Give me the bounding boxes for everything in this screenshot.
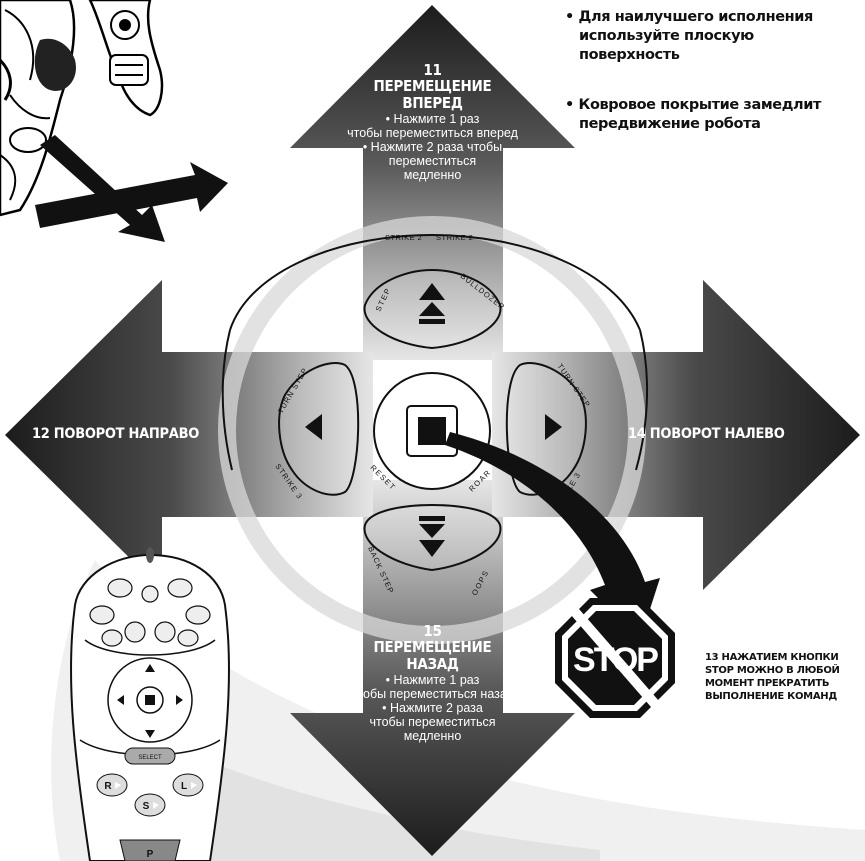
stop-note-line3: МОМЕНТ ПРЕКРАТИТЬ: [705, 678, 830, 689]
right-turn-label: 12 ПОВОРОТ НАПРАВО: [32, 426, 200, 442]
left-turn-label: 14 ПОВОРОТ НАЛЕВО: [628, 426, 785, 442]
strike3-left-label: STRIKE 3: [273, 462, 304, 501]
controller-top-arc: [229, 233, 641, 331]
stop-pointer-arrow: [445, 432, 660, 640]
stop-note-line4: ВЫПОЛНЕНИЕ КОМАНД: [705, 691, 837, 702]
step-forward-icon: [419, 283, 445, 324]
forward-instruction2-line1: • Нажмите 2 раза чтобы: [362, 140, 503, 154]
remote-select-label: SELECT: [138, 755, 162, 761]
stop-square-icon: [418, 417, 446, 445]
reset-label: RESET: [369, 463, 398, 492]
stop-note-line2: STOP МОЖНО В ЛЮБОЙ: [705, 665, 840, 676]
stop-note: 13 НАЖАТИЕМ КНОПКИ STOP МОЖНО В ЛЮБОЙ МО…: [705, 651, 865, 703]
backward-instruction2-line2: чтобы переместиться: [369, 715, 496, 729]
remote-l-label: L: [181, 781, 187, 792]
tip2-line2: передвижение робота: [579, 116, 761, 132]
tip1-line2: используйте плоскую: [579, 28, 754, 44]
tip1-line1: • Для наилучшего исполнения: [565, 9, 813, 25]
right-turn-arrow-shape: [5, 280, 373, 590]
background-swoosh-stripe: [120, 735, 600, 861]
robot-illustration: [0, 0, 228, 242]
tip2-line1: • Ковровое покрытие замедлит: [565, 97, 822, 113]
forward-section: 11 ПЕРЕМЕЩЕНИЕ ВПЕРЕД • Нажмите 1 раз чт…: [325, 62, 540, 182]
forward-instruction2-line3: медленно: [403, 168, 462, 182]
back-step-label: BACK STEP: [366, 545, 396, 595]
strike2-right-label: STRIKE 2: [436, 233, 473, 242]
forward-title-line1: ПЕРЕМЕЩЕНИЕ: [373, 77, 492, 95]
backward-section: 15 ПЕРЕМЕЩЕНИЕ НАЗАД • Нажмите 1 раз что…: [325, 623, 540, 743]
remote-p-label: P: [147, 849, 154, 860]
bulldozer-label: BULLDOZER: [459, 271, 507, 311]
backward-number: 15: [423, 622, 442, 640]
remote-s-arrow-icon: [153, 802, 159, 809]
back-step-icon: [419, 516, 445, 557]
forward-instruction1-line2: чтобы переместиться вперед: [347, 126, 518, 140]
backward-instruction1-line1: • Нажмите 1 раз: [385, 673, 480, 687]
oops-label: OOPS: [470, 568, 491, 597]
back-step-button[interactable]: [363, 503, 502, 572]
forward-number: 11: [423, 61, 442, 79]
remote-r-arrow-icon: [115, 782, 121, 789]
backward-instruction2-line3: медленно: [403, 729, 462, 743]
backward-instruction1-line2: чтобы переместиться назад: [350, 687, 515, 701]
remote-s-label: S: [143, 801, 150, 812]
remote-l-arrow-icon: [191, 782, 197, 789]
backward-title-line1: ПЕРЕМЕЩЕНИЕ: [373, 638, 492, 656]
backward-title-line2: НАЗАД: [406, 655, 459, 673]
backward-arrow-shape: [290, 480, 575, 856]
controller-ring: [218, 216, 646, 644]
turn-step-left-label: TURN STEP: [276, 366, 310, 415]
remote-control-illustration: [69, 547, 231, 861]
backward-instruction2-line1: • Нажмите 2 раза: [382, 701, 483, 715]
stop-sign-text: STOP: [573, 641, 658, 679]
turn-step-right-label: TURN STEP: [555, 362, 592, 409]
stop-sign: [555, 598, 675, 718]
remote-r-label: R: [104, 781, 112, 792]
tips-block: • Для наилучшего исполнения используйте …: [565, 8, 865, 134]
step-label: STEP: [374, 286, 393, 313]
stop-note-line1: 13 НАЖАТИЕМ КНОПКИ: [705, 652, 839, 663]
turn-left-icon: [305, 414, 322, 440]
forward-arrow-shape: [290, 5, 575, 360]
strike2-left-label: STRIKE 2: [385, 233, 422, 242]
forward-instruction1-line1: • Нажмите 1 раз: [385, 112, 480, 126]
forward-title-line2: ВПЕРЕД: [402, 94, 463, 112]
forward-instruction2-line2: переместиться: [388, 154, 477, 168]
tip1-line3: поверхность: [579, 47, 680, 63]
turn-right-icon: [545, 414, 562, 440]
roar-label: ROAR: [467, 467, 493, 493]
strike3-right-label: STRIKE 3: [554, 471, 582, 511]
